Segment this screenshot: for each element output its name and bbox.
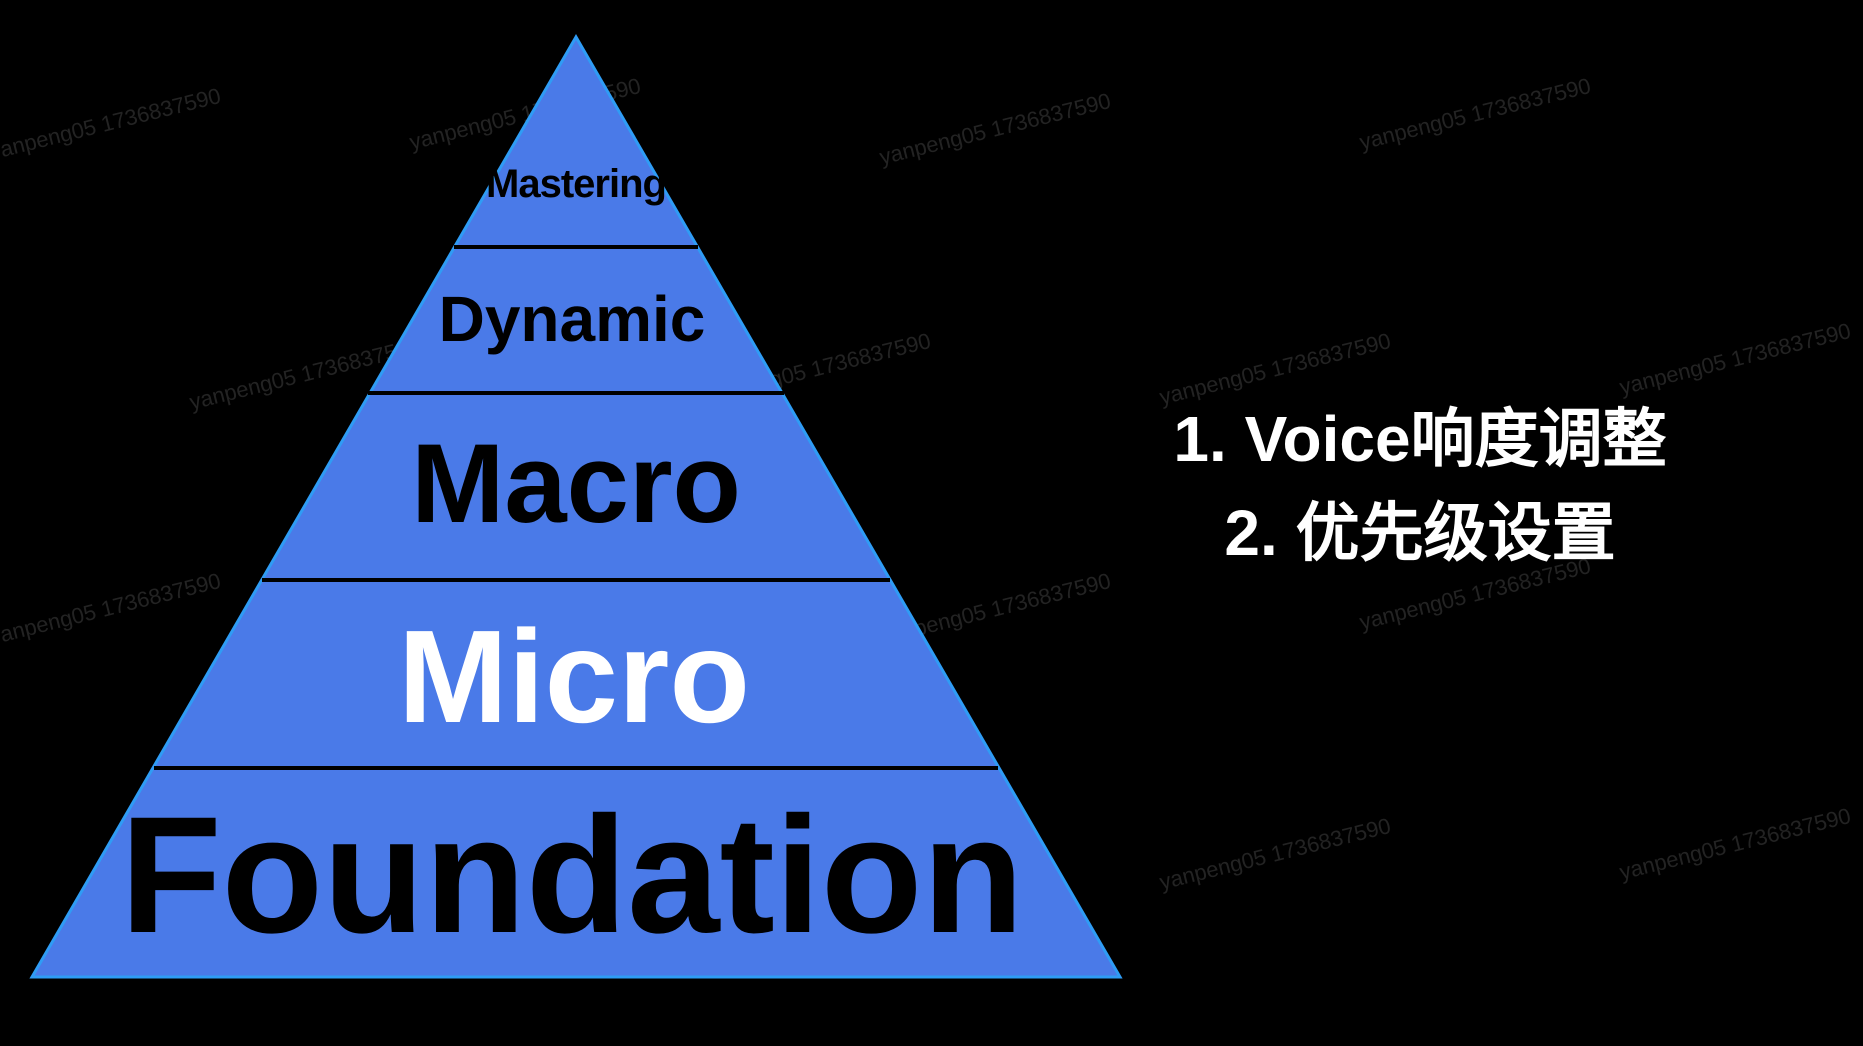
note-item-voice-loudness: 1. Voice响度调整 — [1173, 403, 1667, 475]
pyramid-triangle — [29, 34, 1123, 979]
layer-label-macro: Macro — [411, 421, 741, 546]
notes-list: 1. Voice响度调整 2. 优先级设置 — [1100, 392, 1740, 580]
note-item-priority: 2. 优先级设置 — [1224, 497, 1616, 569]
layer-label-micro: Micro — [398, 603, 750, 750]
layer-label-dynamic: Dynamic — [439, 283, 706, 355]
layer-label-mastering: Mastering — [486, 162, 666, 206]
layer-label-foundation: Foundation — [120, 783, 1024, 968]
